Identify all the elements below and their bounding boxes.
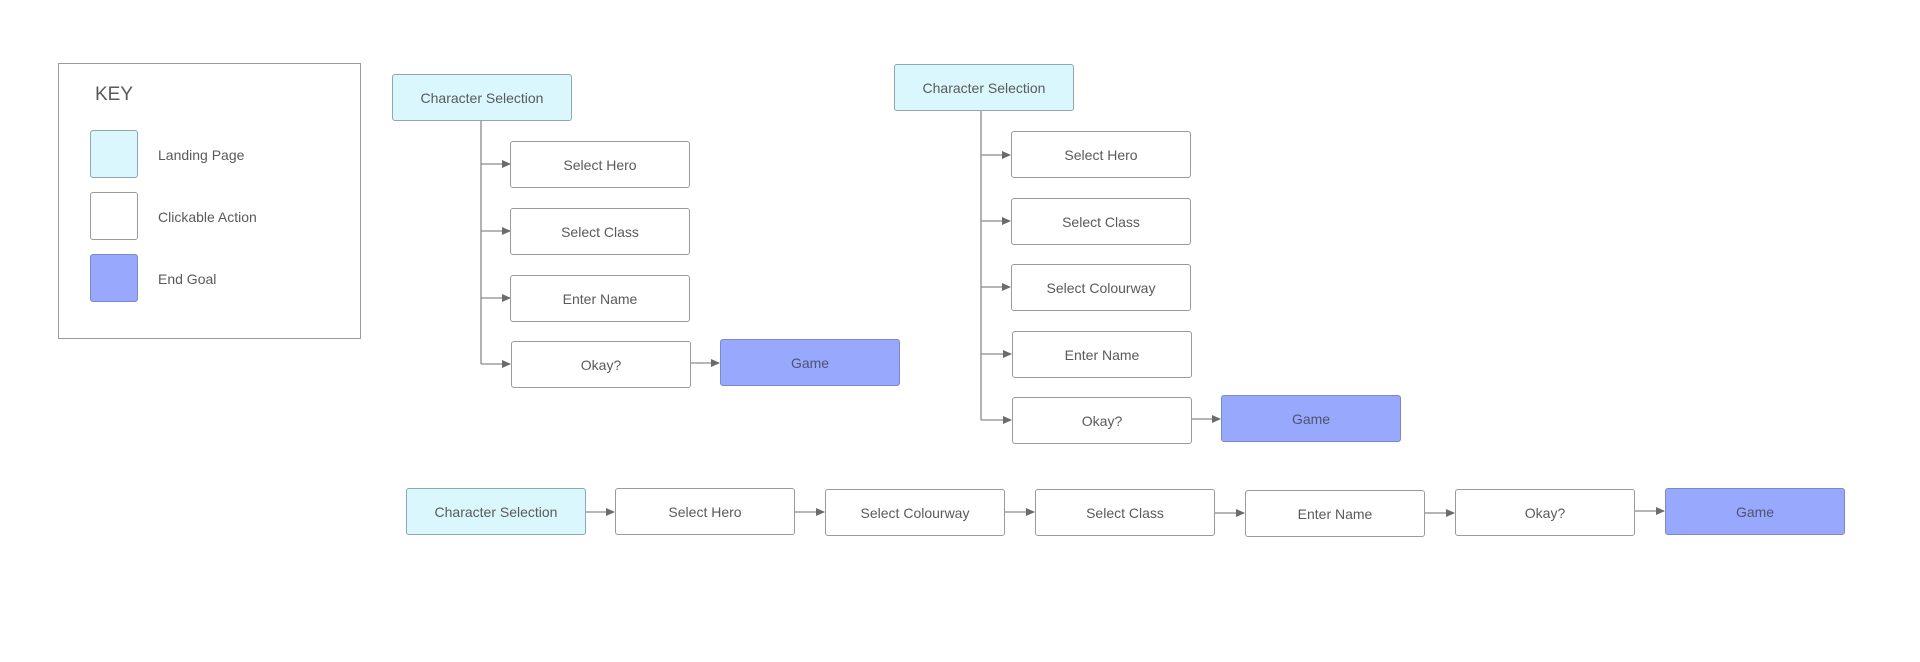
- flow1-character-selection-node: Character Selection: [392, 74, 572, 121]
- flow3-enter-name-node: Enter Name: [1245, 490, 1425, 537]
- flow2-game-node: Game: [1221, 395, 1401, 442]
- flow1-game-node: Game: [720, 339, 900, 386]
- flow1-select-class-node: Select Class: [510, 208, 690, 255]
- flow2-select-colourway-node: Select Colourway: [1011, 264, 1191, 311]
- flow1-okay-node: Okay?: [511, 341, 691, 388]
- flow2-okay-node: Okay?: [1012, 397, 1192, 444]
- flow3-select-class-node: Select Class: [1035, 489, 1215, 536]
- key-label-action: Clickable Action: [158, 209, 257, 225]
- key-swatch-landing: [90, 130, 138, 178]
- flow2-character-selection-node: Character Selection: [894, 64, 1074, 111]
- flow3-game-node: Game: [1665, 488, 1845, 535]
- flow3-character-selection-node: Character Selection: [406, 488, 586, 535]
- flow3-select-hero-node: Select Hero: [615, 488, 795, 535]
- flow2-select-class-node: Select Class: [1011, 198, 1191, 245]
- flow3-select-colourway-node: Select Colourway: [825, 489, 1005, 536]
- key-title: KEY: [95, 84, 134, 105]
- flow1-enter-name-node: Enter Name: [510, 275, 690, 322]
- key-swatch-action: [90, 192, 138, 240]
- flow1-select-hero-node: Select Hero: [510, 141, 690, 188]
- flow2-enter-name-node: Enter Name: [1012, 331, 1192, 378]
- key-swatch-goal: [90, 254, 138, 302]
- key-label-landing: Landing Page: [158, 147, 245, 163]
- key-legend: KEY Landing Page Clickable Action End Go…: [58, 63, 361, 339]
- flow3-okay-node: Okay?: [1455, 489, 1635, 536]
- key-label-goal: End Goal: [158, 271, 217, 287]
- flow2-select-hero-node: Select Hero: [1011, 131, 1191, 178]
